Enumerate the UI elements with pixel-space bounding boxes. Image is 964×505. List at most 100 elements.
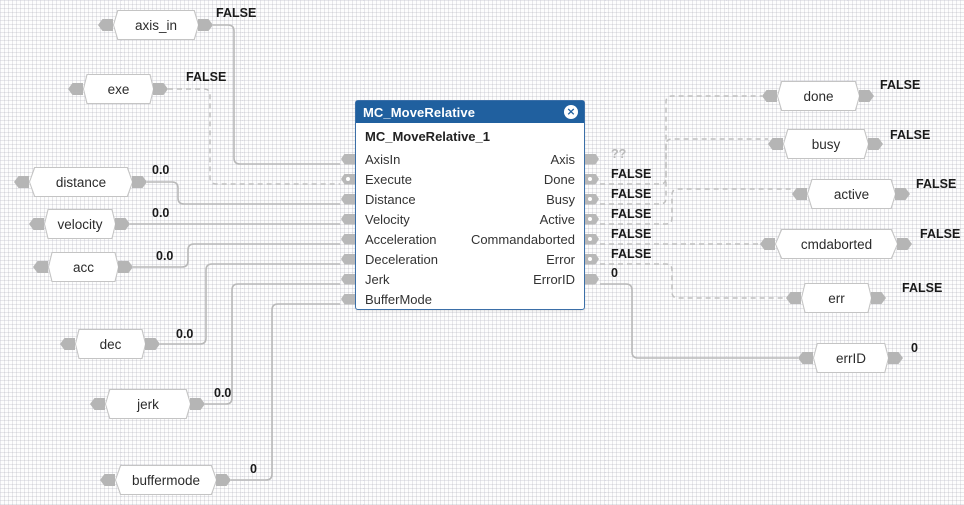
output-label-error: Error — [546, 251, 575, 267]
input-pin-acceleration[interactable] — [341, 233, 355, 245]
input-pin-distance[interactable] — [341, 193, 355, 205]
variable-label-axis_in: axis_in — [114, 11, 198, 39]
var-stub-left — [29, 218, 44, 230]
wire-axis_in — [213, 24, 340, 165]
input-pin-deceleration[interactable] — [341, 253, 355, 265]
variable-block-busy[interactable]: busy — [768, 129, 883, 159]
value-label-done: FALSE — [880, 78, 921, 92]
value-label-dec: 0.0 — [176, 327, 194, 341]
variable-block-done[interactable]: done — [762, 81, 874, 111]
input-label-distance: Distance — [365, 191, 416, 207]
input-label-velocity: Velocity — [365, 211, 410, 227]
var-stub-left — [762, 90, 777, 102]
variable-label-err: err — [802, 284, 871, 312]
input-pin-buffermode[interactable] — [341, 293, 355, 305]
variable-label-distance: distance — [30, 168, 132, 196]
wire-exe — [168, 88, 340, 185]
pin-value-axis: ?? — [611, 147, 627, 161]
variable-block-err[interactable]: err — [786, 283, 886, 313]
io-row-axis: AxisIn Axis — [341, 149, 599, 169]
wire-err — [600, 263, 786, 299]
input-pin-velocity[interactable] — [341, 213, 355, 225]
variable-block-errID[interactable]: errID — [798, 343, 903, 373]
input-label-acceleration: Acceleration — [365, 231, 437, 247]
input-pin-jerk[interactable] — [341, 273, 355, 285]
value-label-jerk: 0.0 — [214, 386, 232, 400]
pin-value-done: FALSE — [611, 167, 652, 181]
variable-block-axis_in[interactable]: axis_in — [98, 10, 213, 40]
var-stub-left — [90, 398, 105, 410]
variable-block-jerk[interactable]: jerk — [90, 389, 205, 419]
variable-block-distance[interactable]: distance — [14, 167, 147, 197]
variable-block-exe[interactable]: exe — [68, 74, 168, 104]
var-hex: active — [807, 179, 896, 209]
var-hex: distance — [29, 167, 133, 197]
function-block-mc-moverelative[interactable]: MC_MoveRelative × MC_MoveRelative_1 Axis… — [341, 100, 599, 310]
var-stub-left — [100, 474, 115, 486]
pin-value-error: FALSE — [611, 247, 652, 261]
var-stub-left — [786, 292, 801, 304]
output-pin-busy[interactable] — [585, 193, 599, 205]
io-row-busy: Distance Busy — [341, 189, 599, 209]
var-stub-left — [14, 176, 29, 188]
wire-buffermode — [231, 303, 340, 481]
output-label-commandaborted: Commandaborted — [470, 231, 575, 247]
variable-label-active: active — [808, 180, 895, 208]
output-pin-errorid[interactable] — [585, 273, 599, 285]
var-stub-left — [798, 352, 813, 364]
variable-block-active[interactable]: active — [792, 179, 910, 209]
variable-label-done: done — [778, 82, 859, 110]
close-icon[interactable]: × — [564, 105, 578, 119]
io-row-commandaborted: Acceleration Commandaborted — [341, 229, 599, 249]
function-block-body: AxisIn Axis Execute Done Distance Busy V… — [341, 149, 599, 309]
output-pin-done[interactable] — [585, 173, 599, 185]
value-label-velocity: 0.0 — [152, 206, 170, 220]
output-label-active: Active — [539, 211, 575, 227]
var-stub-right — [216, 474, 231, 486]
output-label-axis: Axis — [550, 151, 575, 167]
var-stub-right — [871, 292, 886, 304]
output-pin-axis[interactable] — [585, 153, 599, 165]
output-pin-commandaborted[interactable] — [585, 233, 599, 245]
var-stub-right — [153, 83, 168, 95]
var-hex: errID — [813, 343, 889, 373]
var-hex: busy — [783, 129, 869, 159]
variable-block-cmdaborted[interactable]: cmdaborted — [760, 229, 912, 259]
variable-block-dec[interactable]: dec — [60, 329, 160, 359]
input-pin-axisin[interactable] — [341, 153, 355, 165]
variable-block-buffermode[interactable]: buffermode — [100, 465, 231, 495]
variable-label-jerk: jerk — [106, 390, 190, 418]
variable-label-busy: busy — [784, 130, 868, 158]
variable-label-exe: exe — [84, 75, 153, 103]
var-stub-right — [115, 218, 130, 230]
var-stub-left — [760, 238, 775, 250]
var-stub-right — [198, 19, 213, 31]
variable-block-acc[interactable]: acc — [33, 252, 133, 282]
wire-errID — [600, 283, 798, 359]
var-stub-left — [33, 261, 48, 273]
var-stub-left — [792, 188, 807, 200]
var-stub-right — [132, 176, 147, 188]
value-label-acc: 0.0 — [156, 249, 174, 263]
var-hex: velocity — [44, 209, 116, 239]
variable-block-velocity[interactable]: velocity — [29, 209, 130, 239]
pin-value-busy: FALSE — [611, 187, 652, 201]
variable-label-buffermode: buffermode — [116, 466, 216, 494]
var-hex: acc — [48, 252, 119, 282]
io-row-errorid: Jerk ErrorID — [341, 269, 599, 289]
input-pin-execute[interactable] — [341, 173, 355, 185]
io-row-active: Velocity Active — [341, 209, 599, 229]
output-pin-error[interactable] — [585, 253, 599, 265]
variable-label-cmdaborted: cmdaborted — [776, 230, 897, 258]
input-label-buffermode: BufferMode — [365, 291, 432, 307]
function-block-title-bar[interactable]: MC_MoveRelative × — [356, 101, 584, 123]
var-hex: exe — [83, 74, 154, 104]
pin-value-errorid: 0 — [611, 266, 618, 280]
pin-value-commandaborted: FALSE — [611, 227, 652, 241]
value-label-exe: FALSE — [186, 70, 227, 84]
var-hex: cmdaborted — [775, 229, 898, 259]
var-hex: jerk — [105, 389, 191, 419]
var-stub-right — [897, 238, 912, 250]
output-pin-active[interactable] — [585, 213, 599, 225]
